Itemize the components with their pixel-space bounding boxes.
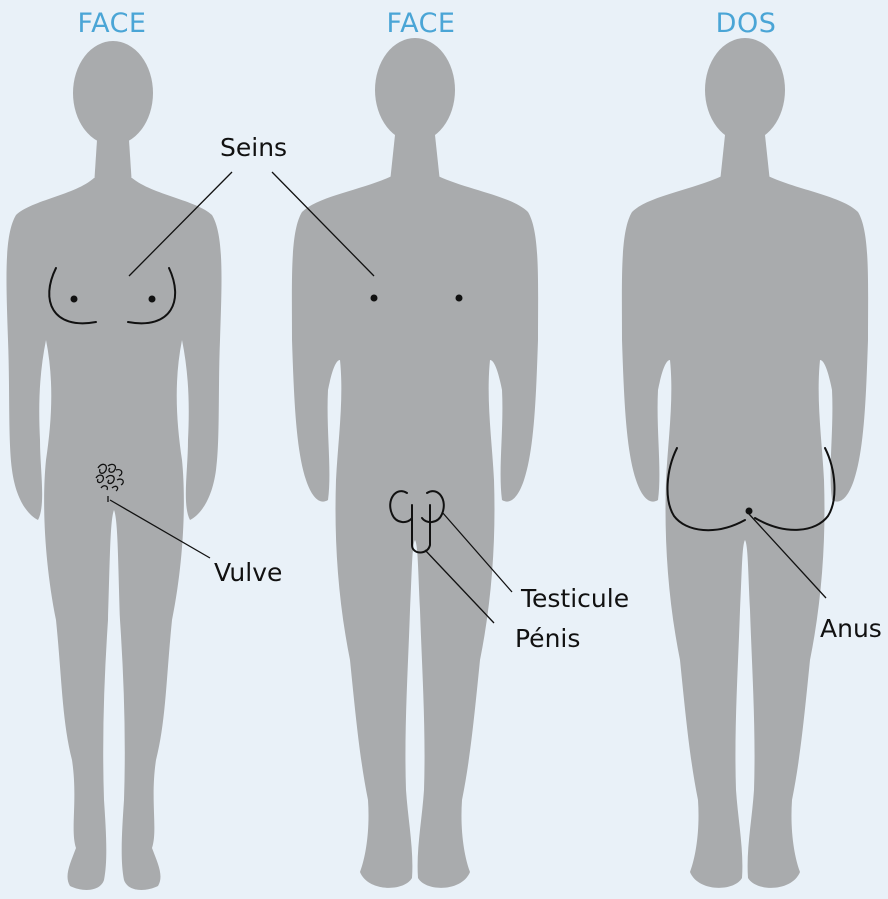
label-anus: Anus <box>820 614 882 643</box>
male-front-silhouette <box>292 38 538 888</box>
label-breasts: Seins <box>220 133 287 162</box>
label-penis: Pénis <box>515 624 580 653</box>
label-vulva: Vulve <box>214 558 282 587</box>
label-testicle: Testicule <box>521 584 629 613</box>
